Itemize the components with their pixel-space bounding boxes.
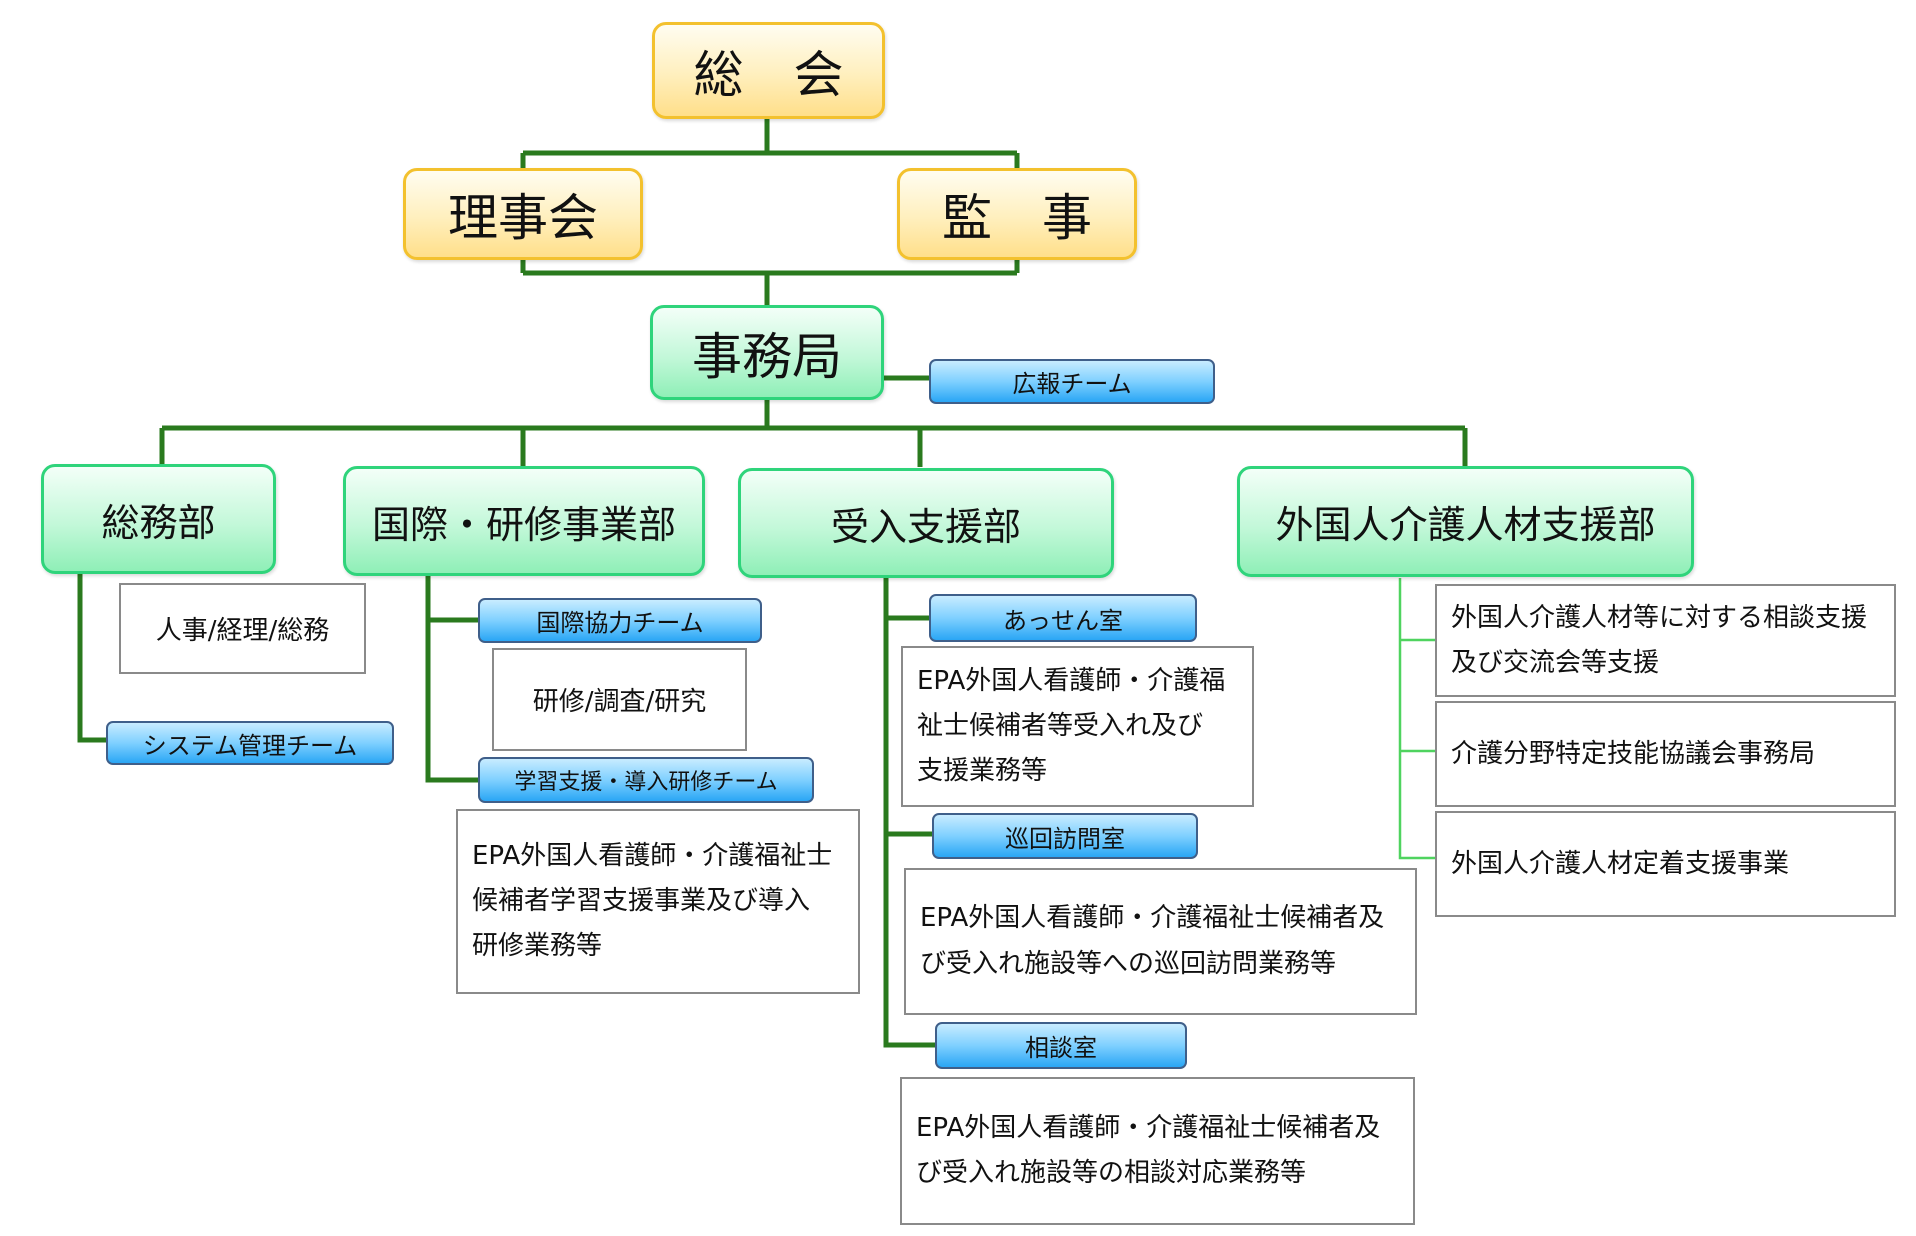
general-affairs-box-text: 人事/経理/総務 (155, 616, 330, 646)
learning-support-box: EPA外国人看護師・介護福祉士 候補者学習支援事業及び導入 研修業務等 (456, 809, 860, 994)
research-box: 研修/調査/研究 (492, 648, 747, 751)
retention-support-box-text: 外国人介護人材定着支援事業 (1451, 848, 1790, 879)
consult-support-box: 外国人介護人材等に対する相談支援 及び交流会等支援 (1435, 584, 1896, 697)
visit-line-2: び受入れ施設等への巡回訪問業務等 (920, 948, 1337, 979)
connector-general-affairs (77, 572, 108, 743)
visit-room-label: 巡回訪問室 (1005, 824, 1125, 853)
pr-team-label: 広報チーム (1012, 370, 1132, 398)
secretariat-node: 事務局 (650, 305, 884, 400)
placement-box: EPA外国人看護師・介護福 祉士候補者等受入れ及び 支援業務等 (901, 646, 1254, 807)
connector-departments (159, 397, 1468, 467)
learning-support-line-1: EPA外国人看護師・介護福祉士 (472, 841, 833, 872)
connector-top (520, 118, 1020, 168)
placement-line-1: EPA外国人看護師・介護福 (917, 666, 1226, 697)
council-office-box-text: 介護分野特定技能協議会事務局 (1451, 738, 1816, 769)
general-assembly-label: 総 会 (693, 45, 844, 104)
board-label: 理事会 (448, 189, 598, 247)
general-assembly-node: 総 会 (652, 22, 885, 119)
learning-support-line-3: 研修業務等 (472, 930, 603, 961)
general-affairs-dept-label: 総務部 (101, 500, 216, 545)
secretariat-label: 事務局 (692, 327, 842, 386)
placement-line-3: 支援業務等 (917, 755, 1048, 786)
consultation-line-1: EPA外国人看護師・介護福祉士候補者及 (916, 1112, 1381, 1143)
learning-support-team-label: 学習支援・導入研修チーム (514, 770, 778, 795)
learning-support-box-text: EPA外国人看護師・介護福祉士 候補者学習支援事業及び導入 研修業務等 (472, 834, 832, 968)
auditor-label: 監 事 (942, 189, 1092, 247)
auditor-node: 監 事 (897, 168, 1137, 260)
visit-box-text: EPA外国人看護師・介護福祉士候補者及 び受入れ施設等への巡回訪問業務等 (920, 896, 1384, 987)
general-affairs-dept-node: 総務部 (41, 464, 276, 574)
consultation-box-text: EPA外国人看護師・介護福祉士候補者及 び受入れ施設等の相談対応業務等 (916, 1106, 1380, 1197)
consult-support-box-text: 外国人介護人材等に対する相談支援 及び交流会等支援 (1451, 596, 1867, 684)
council-office-box: 介護分野特定技能協議会事務局 (1435, 701, 1896, 807)
pr-team-node: 広報チーム (929, 359, 1215, 404)
consult-support-line-1: 外国人介護人材等に対する相談支援 (1451, 603, 1868, 634)
learning-support-team-node: 学習支援・導入研修チーム (478, 757, 814, 803)
foreign-care-dept-node: 外国人介護人材支援部 (1237, 466, 1694, 577)
connector-acceptance (883, 577, 935, 1048)
acceptance-dept-label: 受入支援部 (830, 504, 1021, 549)
placement-box-text: EPA外国人看護師・介護福 祉士候補者等受入れ及び 支援業務等 (917, 659, 1225, 793)
system-team-node: システム管理チーム (106, 721, 394, 765)
intl-cooperation-team-node: 国際協力チーム (478, 598, 762, 643)
visit-line-1: EPA外国人看護師・介護福祉士候補者及 (920, 903, 1385, 933)
board-node: 理事会 (403, 168, 643, 260)
international-dept-node: 国際・研修事業部 (343, 466, 705, 576)
placement-room-node: あっせん室 (929, 594, 1197, 642)
consultation-box: EPA外国人看護師・介護福祉士候補者及 び受入れ施設等の相談対応業務等 (900, 1077, 1415, 1225)
consult-support-line-2: 及び交流会等支援 (1451, 647, 1660, 678)
system-team-label: システム管理チーム (142, 731, 358, 760)
foreign-care-dept-label: 外国人介護人材支援部 (1275, 503, 1656, 547)
consultation-room-node: 相談室 (935, 1022, 1187, 1069)
connector-international (425, 574, 478, 783)
placement-room-label: あっせん室 (1003, 606, 1123, 635)
retention-support-box: 外国人介護人材定着支援事業 (1435, 811, 1896, 917)
connector-board-secretariat (520, 258, 1020, 307)
visit-room-node: 巡回訪問室 (932, 813, 1198, 859)
learning-support-line-2: 候補者学習支援事業及び導入 (472, 886, 811, 917)
acceptance-dept-node: 受入支援部 (738, 468, 1114, 578)
general-affairs-box: 人事/経理/総務 (119, 583, 366, 674)
intl-cooperation-team-label: 国際協力チーム (536, 609, 704, 637)
placement-line-2: 祉士候補者等受入れ及び (917, 711, 1204, 742)
consultation-room-label: 相談室 (1025, 1034, 1097, 1062)
visit-box: EPA外国人看護師・介護福祉士候補者及 び受入れ施設等への巡回訪問業務等 (904, 868, 1417, 1015)
consultation-line-2: び受入れ施設等の相談対応業務等 (916, 1158, 1307, 1188)
research-box-text: 研修/調査/研究 (532, 687, 707, 717)
international-dept-label: 国際・研修事業部 (371, 502, 676, 547)
connector-foreign-care (1398, 578, 1435, 860)
